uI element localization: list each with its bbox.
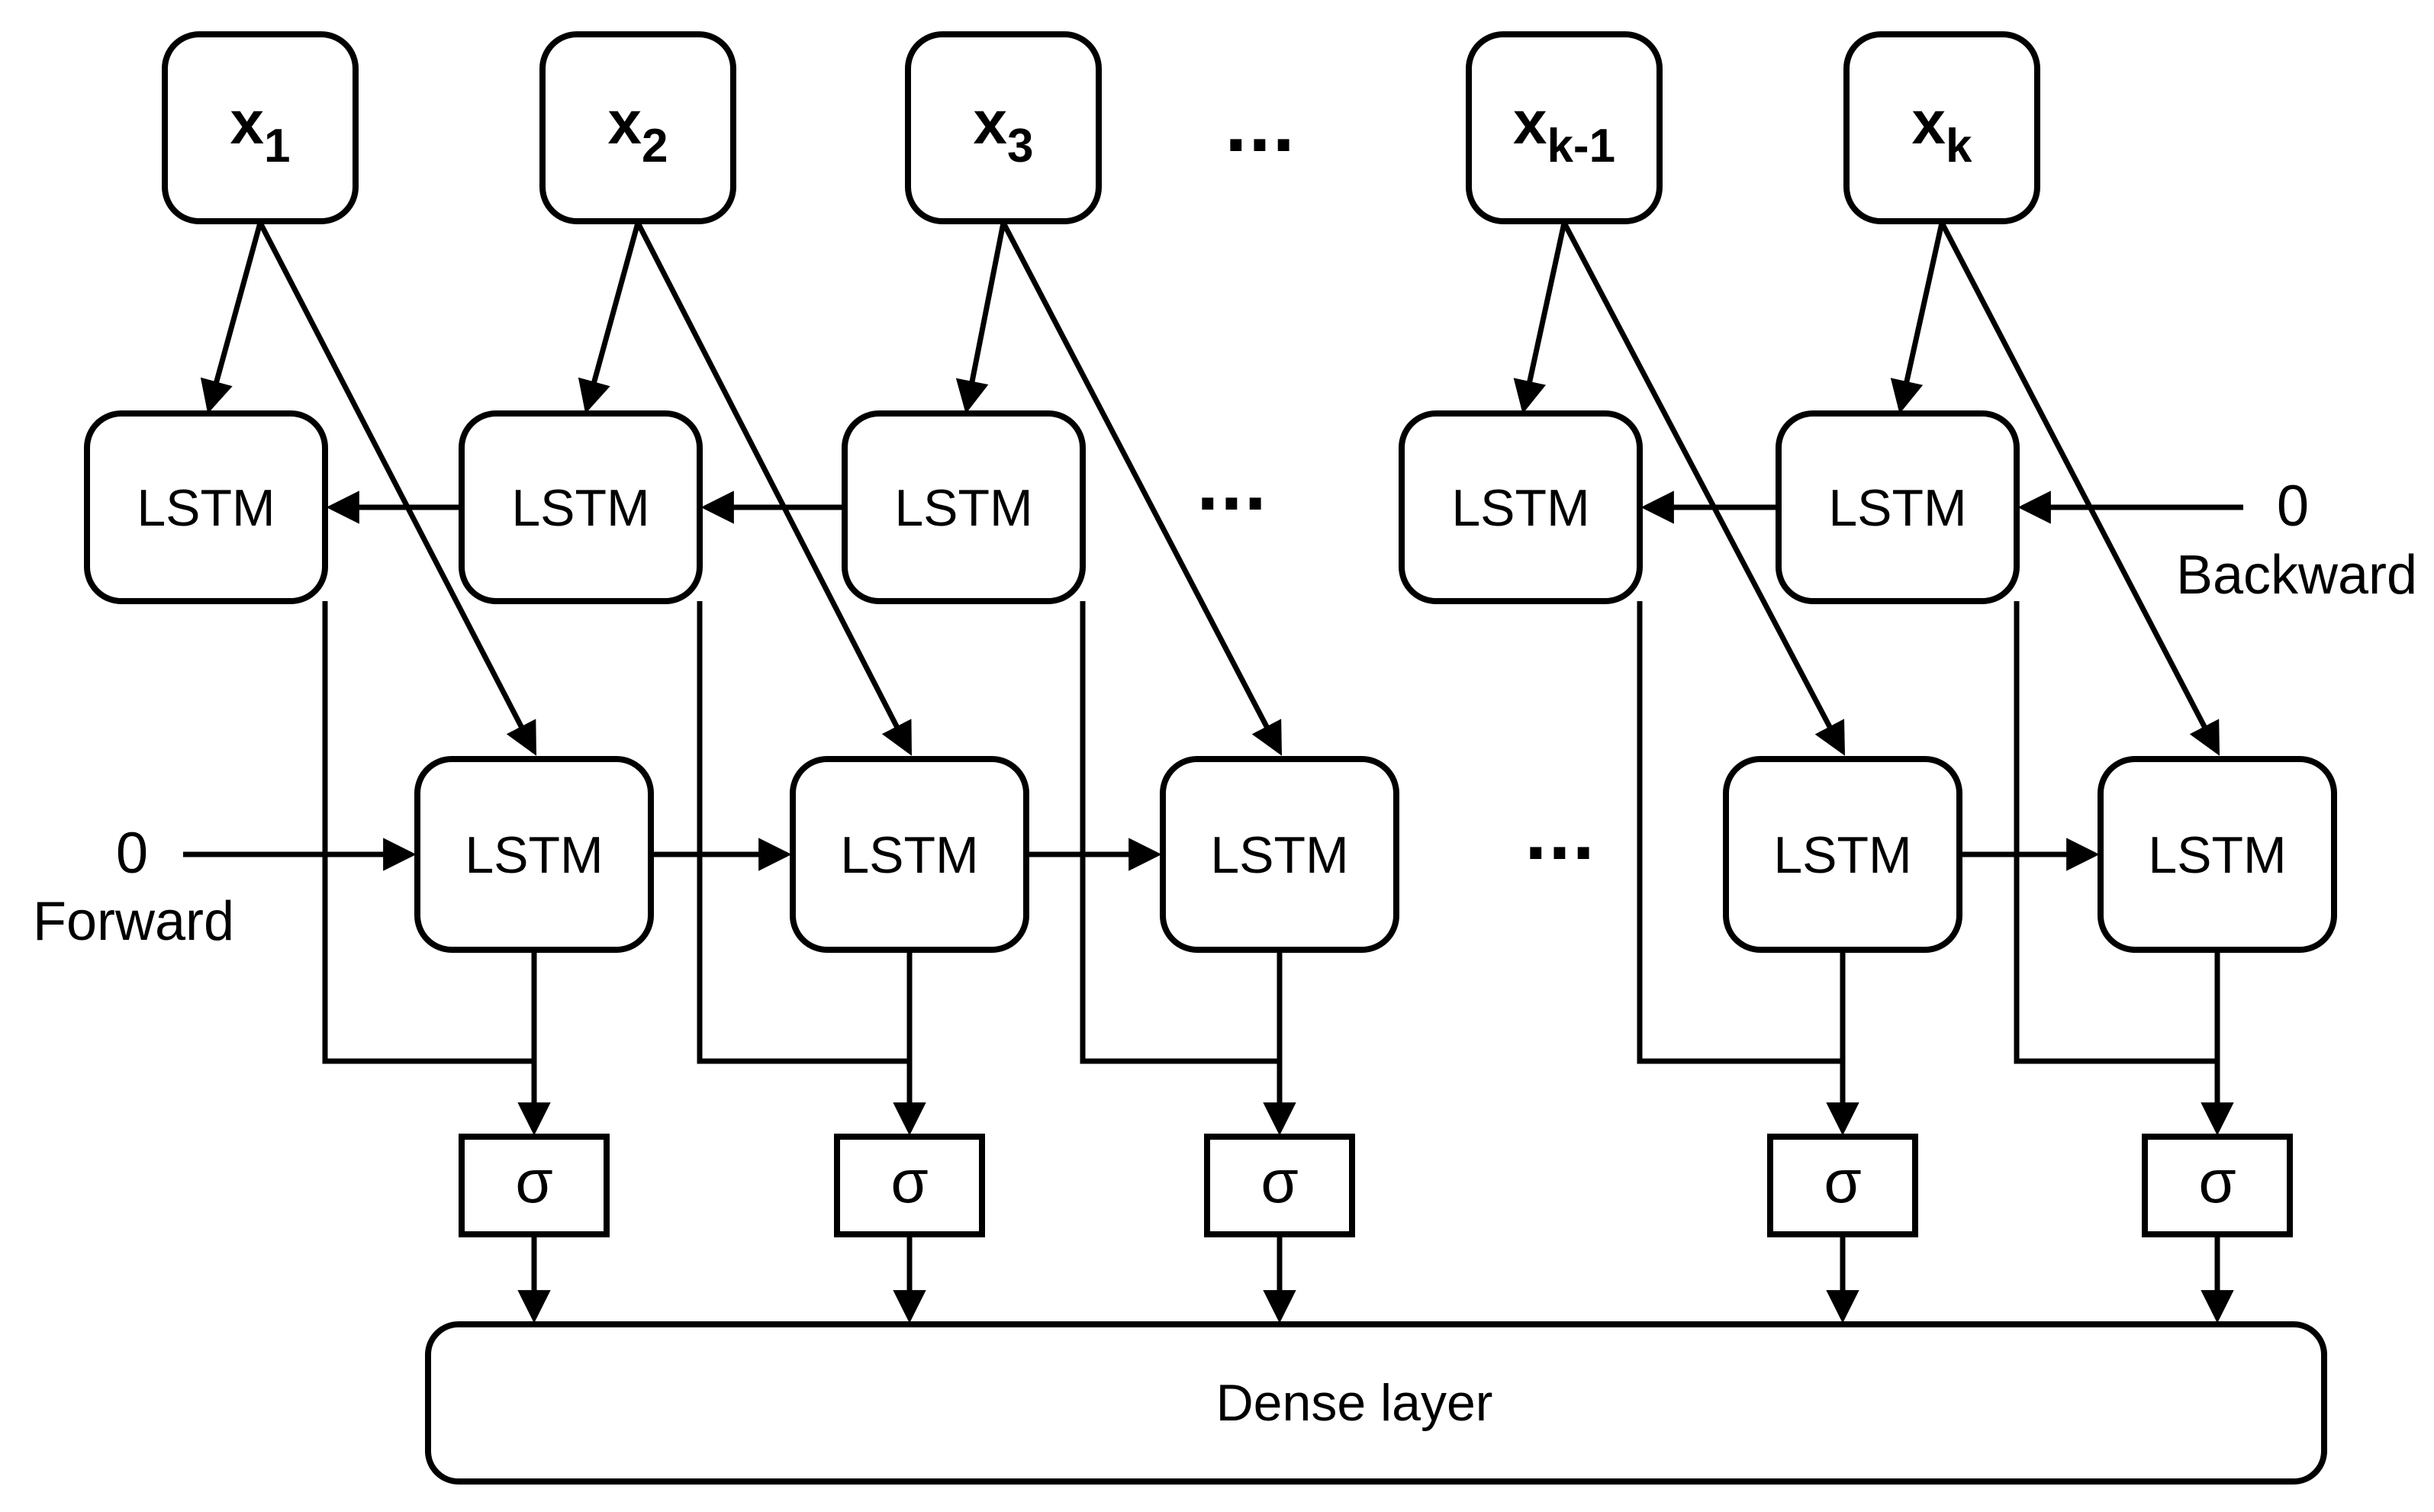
sigma-box-2: [834, 1134, 985, 1237]
arrow-x1-to-backward-lstm-1: [200, 222, 263, 414]
arrow-xk1-to-forward-lstm-4: [1561, 221, 1846, 756]
backward-label: Backward: [2176, 545, 2417, 606]
forward-lstm-5-label: LSTM: [2148, 826, 2286, 884]
forward-init-zero: 0: [116, 821, 148, 886]
arrow-x3-to-forward-lstm-3: [1000, 221, 1283, 756]
backward-lstm-4-label: LSTM: [1451, 479, 1589, 537]
forward-lstm-4-label: LSTM: [1773, 826, 1911, 884]
forward-label: Forward: [33, 891, 234, 952]
input-label-xk: xk: [1912, 88, 1973, 172]
sigma-3-label: σ: [1260, 1147, 1298, 1215]
forward-lstm-2-label: LSTM: [840, 826, 978, 884]
wire-backward-4-merge: [1637, 601, 1843, 1064]
backward-lstm-1-label: LSTM: [137, 479, 275, 537]
backward-lstm-1: [84, 410, 328, 604]
arrow-x2-to-backward-lstm-2: [578, 222, 641, 414]
forward-lstm-3-label: LSTM: [1210, 826, 1348, 884]
backward-init-zero: 0: [2277, 474, 2309, 539]
dense-layer-label: Dense layer: [1216, 1374, 1493, 1432]
input-label-x2: x2: [608, 88, 668, 172]
sigma-1-label: σ: [515, 1147, 552, 1215]
input-box-xk: [1843, 31, 2040, 224]
forward-lstm-2: [790, 756, 1029, 953]
input-box-x1: [162, 31, 359, 224]
forward-lstm-1: [414, 756, 654, 953]
input-box-x2: [539, 31, 736, 224]
arrow-xk1-to-backward-lstm-4: [1513, 222, 1567, 414]
sigma-5-label: σ: [2198, 1147, 2236, 1215]
input-box-x3: [905, 31, 1102, 224]
arrow-x1-to-forward-lstm-1: [257, 221, 537, 756]
backward-lstm-3-label: LSTM: [894, 479, 1032, 537]
forward-lstm-3: [1160, 756, 1399, 953]
sigma-box-4: [1767, 1134, 1918, 1237]
sigma-4-label: σ: [1824, 1147, 1861, 1215]
backward-lstm-2: [459, 410, 703, 604]
backward-lstm-4: [1399, 410, 1643, 604]
wire-backward-3-merge: [1080, 601, 1280, 1064]
sigma-box-3: [1204, 1134, 1355, 1237]
wire-backward-5-merge: [2014, 601, 2217, 1064]
forward-lstm-1-label: LSTM: [465, 826, 603, 884]
forward-lstm-4: [1723, 756, 1962, 953]
wire-backward-2-merge: [697, 601, 910, 1064]
arrow-x3-to-backward-lstm-3: [955, 222, 1006, 414]
backward-lstm-3: [842, 410, 1086, 604]
backward-lstm-2-label: LSTM: [511, 479, 649, 537]
sigma-box-1: [459, 1134, 610, 1237]
arrow-xk-to-forward-lstm-5: [1939, 221, 2220, 756]
wire-backward-1-merge: [322, 601, 534, 1064]
sigma-2-label: σ: [890, 1147, 928, 1215]
arrow-x2-to-forward-lstm-2: [635, 221, 913, 756]
backward-lstm-5-label: LSTM: [1828, 479, 1966, 537]
input-label-x1: x1: [230, 88, 291, 172]
backward-lstm-5: [1776, 410, 2020, 604]
sigma-box-5: [2142, 1134, 2293, 1237]
input-label-x3: x3: [974, 88, 1034, 172]
input-box-xk1: [1466, 31, 1663, 224]
arrow-xk-to-backward-lstm-5: [1890, 222, 1945, 414]
ellipsis-forward-row: ...: [1524, 787, 1596, 877]
ellipsis-backward-row: ...: [1196, 438, 1268, 527]
dense-layer-box: [425, 1321, 2327, 1485]
ellipsis-input-row: ...: [1225, 79, 1296, 169]
input-label-xk1: xk-1: [1513, 88, 1615, 172]
forward-lstm-5: [2098, 756, 2337, 953]
